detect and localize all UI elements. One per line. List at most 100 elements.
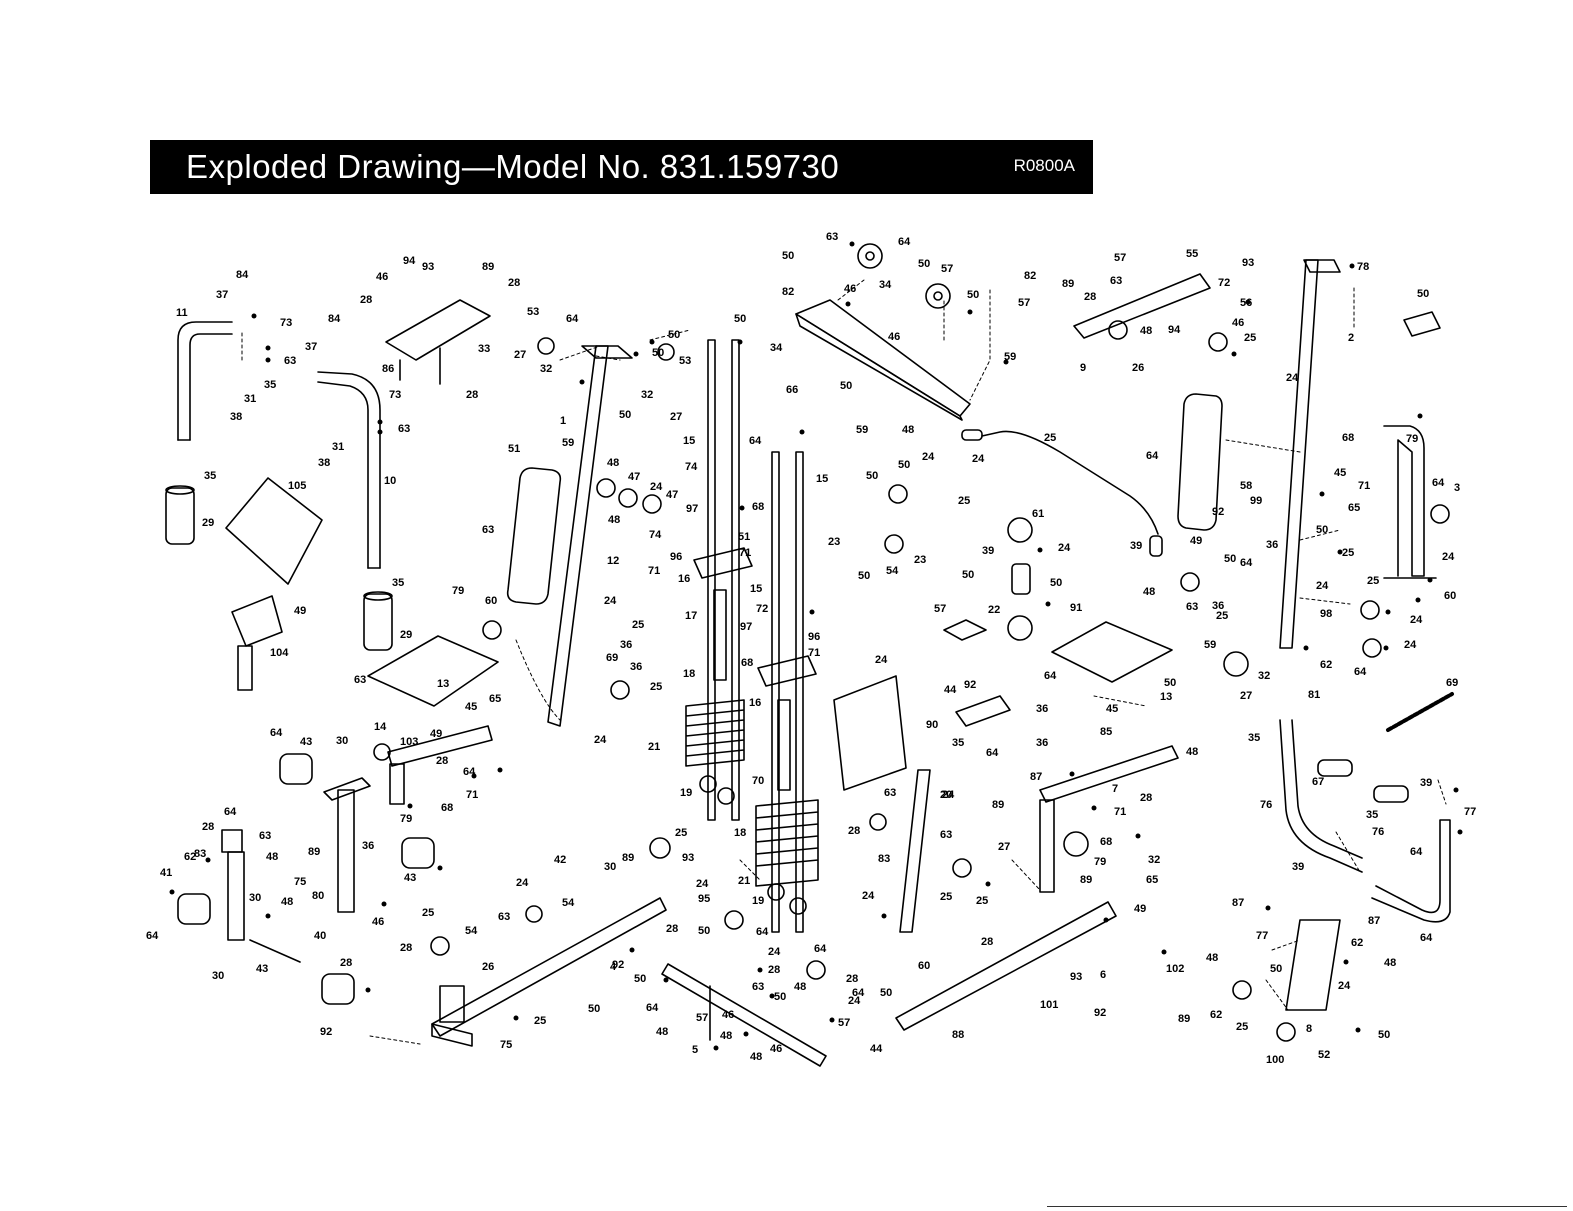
- callout-number: 87: [1368, 915, 1380, 927]
- callout-number: 28: [340, 957, 352, 969]
- bottom-rule: [1047, 1206, 1567, 1207]
- guide-rod-15c: [771, 451, 780, 933]
- callout-number: 93: [422, 261, 434, 273]
- callout-number: 92: [612, 959, 624, 971]
- callout-number: 63: [1186, 601, 1198, 613]
- callout-number: 28: [1084, 291, 1096, 303]
- callout-number: 44: [944, 684, 957, 696]
- frame-3: [1383, 425, 1425, 577]
- callout-number: 64: [1354, 666, 1367, 678]
- callout-number: 22: [988, 604, 1000, 616]
- callout-number: 84: [328, 313, 341, 325]
- callout-number: 10: [384, 475, 396, 487]
- callout-number: 23: [914, 554, 926, 566]
- callout-number: 36: [1036, 703, 1048, 715]
- callout-number: 24: [768, 946, 781, 958]
- callout-number: 58: [1240, 480, 1252, 492]
- callout-number: 13: [437, 678, 449, 690]
- weight-stack-21b: [755, 799, 819, 887]
- header-bar: Exploded Drawing—Model No. 831.159730 R0…: [150, 140, 1093, 194]
- pad-99: [1177, 393, 1223, 531]
- callout-number: 65: [1146, 874, 1158, 886]
- callout-number: 73: [389, 389, 401, 401]
- callout-number: 25: [1342, 547, 1354, 559]
- callout-number: 64: [463, 766, 476, 778]
- callout-number: 8: [1306, 1023, 1312, 1035]
- callout-number: 37: [305, 341, 317, 353]
- callout-number: 35: [952, 737, 964, 749]
- callout-number: 67: [1312, 776, 1324, 788]
- seat-13-left: [367, 635, 499, 707]
- callout-number: 71: [1358, 480, 1370, 492]
- callout-number: 36: [620, 639, 632, 651]
- callout-number: 59: [562, 437, 574, 449]
- callout-number: 82: [782, 286, 794, 298]
- callout-number: 49: [1190, 535, 1202, 547]
- callout-number: 50: [634, 973, 646, 985]
- callout-number: 50: [588, 1003, 600, 1015]
- bracket-90: [955, 695, 1011, 727]
- callout-number: 52: [1318, 1049, 1330, 1061]
- pulley-82a: [857, 243, 883, 269]
- chain-67: [1386, 692, 1454, 732]
- callout-number: 25: [650, 681, 662, 693]
- callout-number: 36: [1212, 600, 1224, 612]
- callout-number: 57: [1114, 252, 1126, 264]
- callout-number: 12: [607, 555, 619, 567]
- callout-number: 24: [604, 595, 617, 607]
- callout-number: 57: [941, 263, 953, 275]
- callout-number: 6: [1100, 969, 1106, 981]
- callout-number: 75: [500, 1039, 512, 1051]
- callout-number: 57: [934, 603, 946, 615]
- callout-number: 14: [374, 721, 387, 733]
- callout-number: 71: [808, 647, 820, 659]
- callout-number: 89: [308, 846, 320, 858]
- callout-number: 28: [466, 389, 478, 401]
- callout-number: 57: [696, 1012, 708, 1024]
- callout-number: 43: [300, 736, 312, 748]
- callout-number: 21: [648, 741, 660, 753]
- callout-number: 98: [1320, 608, 1332, 620]
- frame-5: [661, 963, 827, 1067]
- callout-number: 50: [1270, 963, 1282, 975]
- callout-number: 92: [320, 1026, 332, 1038]
- callout-number: 64: [1432, 477, 1445, 489]
- callout-number: 48: [1143, 586, 1155, 598]
- callout-number: 11: [176, 307, 188, 319]
- part-11-arm: [177, 321, 233, 441]
- callout-number: 50: [1224, 553, 1236, 565]
- callout-number: 50: [1316, 524, 1328, 536]
- roller-30c: [177, 893, 211, 925]
- callout-number: 35: [1366, 809, 1378, 821]
- callout-number: 46: [372, 916, 384, 928]
- frame-14: [387, 725, 493, 767]
- callout-number: 68: [752, 501, 764, 513]
- callout-number: 25: [1367, 575, 1379, 587]
- callout-number: 17: [685, 610, 697, 622]
- callout-number: 35: [1248, 732, 1260, 744]
- callout-number: 89: [1062, 278, 1074, 290]
- guide-rod-15a: [707, 339, 716, 821]
- pad-55: [833, 675, 907, 791]
- top-plate-16a: [693, 547, 753, 579]
- callout-number: 50: [1050, 577, 1062, 589]
- callout-number: 48: [608, 514, 620, 526]
- callout-number: 28: [360, 294, 372, 306]
- callout-number: 64: [1146, 450, 1159, 462]
- callout-number: 44: [870, 1043, 883, 1055]
- callout-number: 76: [1260, 799, 1272, 811]
- callout-number: 24: [1058, 542, 1071, 554]
- callout-number: 39: [1292, 861, 1304, 873]
- pad-58: [1403, 311, 1441, 337]
- callout-number: 24: [862, 890, 875, 902]
- frame-4: [431, 897, 667, 1037]
- callout-number: 35: [204, 470, 216, 482]
- callout-number: 87: [1232, 897, 1244, 909]
- callout-number: 46: [722, 1009, 734, 1021]
- callout-number: 105: [288, 480, 306, 492]
- callout-number: 56: [1240, 297, 1252, 309]
- callout-number: 62: [184, 851, 196, 863]
- callout-number: 48: [1186, 746, 1198, 758]
- top-plate-16b: [757, 655, 817, 687]
